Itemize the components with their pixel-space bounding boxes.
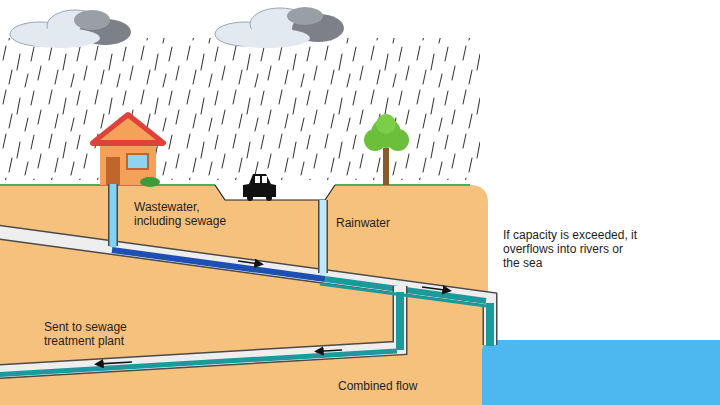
sea [482, 340, 720, 405]
rain [0, 38, 480, 180]
callout-label: Rainwater [336, 216, 416, 230]
combined-pipe [0, 284, 486, 375]
car [243, 174, 276, 201]
rainwater-pipe [323, 200, 324, 275]
grass-line [0, 184, 470, 186]
cloud [10, 10, 131, 48]
cloud [215, 7, 344, 48]
callout-label: Combined flow [338, 379, 458, 393]
callout-label: Wastewater, including sewage [134, 200, 242, 228]
house [93, 115, 163, 187]
callout-label: Sent to sewage treatment plant [44, 320, 162, 348]
wastewater-pipe [113, 184, 114, 247]
tree [364, 114, 409, 185]
flow-arrow [96, 261, 450, 364]
callout-label: If capacity is exceeded, it overflows in… [503, 228, 643, 270]
